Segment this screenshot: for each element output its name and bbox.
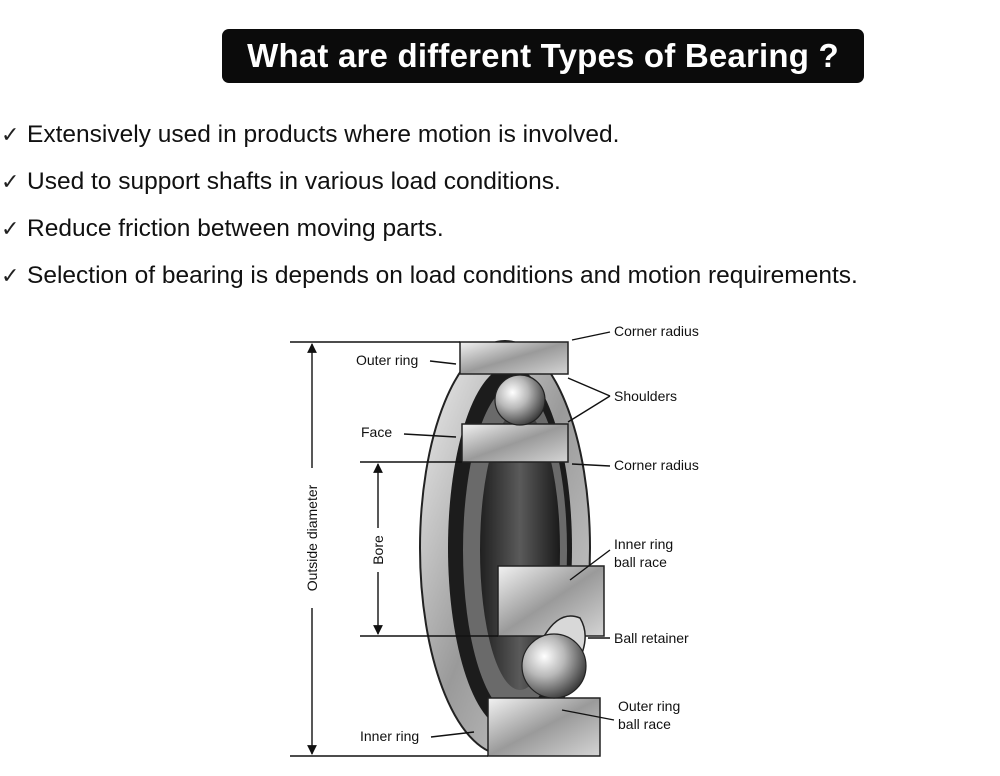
- bearing-ball-top: [494, 374, 546, 426]
- bullet-list: ✓ Extensively used in products where moti…: [0, 111, 858, 299]
- corner-radius-mid-label: Corner radius: [614, 457, 699, 473]
- bullet-text: Used to support shafts in various load c…: [27, 167, 561, 195]
- check-icon: ✓: [1, 215, 20, 241]
- outer-ring-leader: [429, 360, 457, 365]
- inner-ring-ball-race-leader: [569, 549, 611, 581]
- bullet-text: Extensively used in products where motio…: [27, 120, 620, 148]
- shoulders-leader-2: [567, 395, 611, 423]
- bearing-ball-bottom: [521, 633, 587, 699]
- outer-ring-ball-race-leader: [561, 709, 615, 721]
- corner-radius-mid-leader: [571, 463, 611, 467]
- bullet-item: ✓ Selection of bearing is depends on load…: [0, 252, 858, 299]
- bullet-text: Selection of bearing is depends on load …: [27, 261, 858, 289]
- outer-ring-section-bottom: [487, 697, 601, 757]
- outer-ring-label: Outer ring: [356, 352, 418, 368]
- bore-label: Bore: [370, 535, 386, 565]
- inner-ring-ball-race-label-2: ball race: [614, 554, 667, 570]
- corner-radius-top-label: Corner radius: [614, 323, 699, 339]
- face-label: Face: [361, 424, 392, 440]
- outside-diameter-label-gap: [304, 468, 320, 608]
- shoulders-label: Shoulders: [614, 388, 677, 404]
- bore-label-gap: [370, 528, 386, 572]
- page-title: What are different Types of Bearing ?: [247, 37, 839, 74]
- outer-ring-section-top: [459, 341, 569, 375]
- check-icon: ✓: [1, 262, 20, 288]
- check-icon: ✓: [1, 168, 20, 194]
- shoulders-leader-1: [567, 377, 611, 397]
- bearing-diagram: Outside diameter Bore Outer ring Face In…: [290, 323, 699, 757]
- inner-ring-ball-race-label-1: Inner ring: [614, 536, 673, 552]
- bullet-item: ✓ Reduce friction between moving parts.: [0, 205, 858, 252]
- title-banner: What are different Types of Bearing ?: [222, 29, 864, 83]
- inner-ring-leader: [430, 731, 475, 738]
- bearing-illustration: [419, 340, 605, 757]
- bullet-item: ✓ Extensively used in products where moti…: [0, 111, 858, 158]
- outside-diameter-label: Outside diameter: [304, 484, 320, 591]
- bullet-text: Reduce friction between moving parts.: [27, 214, 444, 242]
- inner-ring-label: Inner ring: [360, 728, 419, 744]
- check-icon: ✓: [1, 121, 20, 147]
- outer-ring-ball-race-label-2: ball race: [618, 716, 671, 732]
- face-leader: [403, 433, 457, 438]
- bullet-item: ✓ Used to support shafts in various load …: [0, 158, 858, 205]
- corner-radius-top-leader: [571, 331, 611, 341]
- inner-ring-section-bottom: [497, 565, 605, 637]
- ball-retainer-label: Ball retainer: [614, 630, 689, 646]
- inner-ring-section-top: [461, 423, 569, 463]
- outer-ring-ball-race-label-1: Outer ring: [618, 698, 680, 714]
